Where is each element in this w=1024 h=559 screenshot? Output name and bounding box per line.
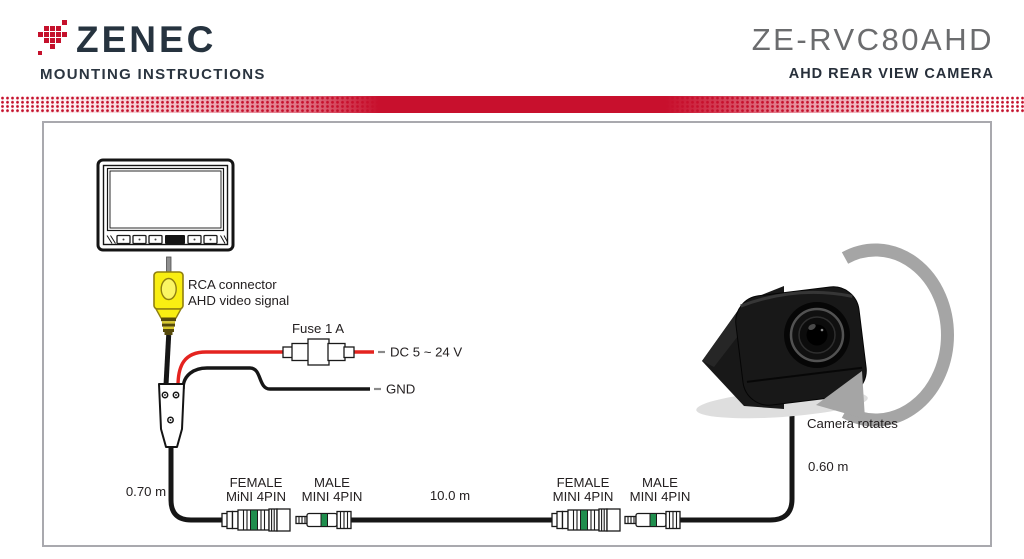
rca-label-line2: AHD video signal [188, 293, 289, 308]
connector1-label-line1: FEMALE [230, 475, 283, 490]
document-title: MOUNTING INSTRUCTIONS [40, 66, 266, 83]
product-code: ZE-RVC80AHD [751, 22, 994, 57]
camera-lens [784, 302, 850, 368]
cable-length-0-70: 0.70 m [126, 484, 166, 499]
brand-wordmark: ZENEC [76, 18, 217, 60]
female-mini4pin-connector-2 [551, 508, 621, 532]
junction-box [158, 383, 185, 448]
connector1-label-line2: MiNI 4PIN [226, 489, 286, 504]
connector4-label-line2: MINI 4PIN [630, 489, 691, 504]
head-unit-buttons [106, 234, 228, 245]
male-mini4pin-connector-2 [624, 510, 681, 530]
rca-cable [163, 334, 172, 386]
cable-length-10-0: 10.0 m [430, 488, 470, 503]
camera-illustration [696, 286, 868, 419]
camera-rotates-label: Camera rotates [807, 416, 898, 431]
rotation-arrow-icon [841, 243, 954, 427]
wiring-diagram-panel: RCA connector AHD video signal Fuse 1 A … [42, 121, 992, 547]
rotation-arrow-head [816, 371, 865, 419]
brand-logo: ZENEC [38, 20, 216, 58]
connector2-label-line2: MINI 4PIN [302, 489, 363, 504]
connector3-label-line2: MINI 4PIN [553, 489, 614, 504]
cable-junction-to-female1 [168, 447, 224, 523]
product-name: AHD REAR VIEW CAMERA [788, 66, 994, 82]
wiring-diagram-canvas: RCA connector AHD video signal Fuse 1 A … [96, 158, 954, 532]
connector2-label-line1: MALE [314, 475, 350, 490]
fuse-illustration [282, 338, 355, 366]
female-mini4pin-connector-1 [221, 508, 291, 532]
head-unit-illustration [96, 158, 235, 252]
ground-label: GND [386, 382, 415, 397]
ground-wire-black [181, 366, 370, 391]
divider-solid-band [0, 96, 1024, 113]
connector4-label-line1: MALE [642, 475, 678, 490]
male-mini4pin-connector-1 [295, 510, 352, 530]
page-header: ZENEC MOUNTING INSTRUCTIONS ZE-RVC80AHD … [0, 0, 1024, 96]
cable-to-camera [680, 407, 795, 523]
rca-connector-illustration [153, 256, 184, 335]
halftone-divider [0, 96, 1024, 113]
fuse-label: Fuse 1 A [292, 321, 344, 336]
connector3-label-line1: FEMALE [557, 475, 610, 490]
power-wire-red [176, 350, 374, 387]
rca-boot-ridges [161, 318, 176, 335]
power-label: DC 5 ~ 24 V [390, 345, 462, 360]
cable-length-0-60: 0.60 m [808, 459, 848, 474]
rca-label-line1: RCA connector [188, 277, 277, 292]
zenec-pixel-icon [38, 20, 67, 55]
